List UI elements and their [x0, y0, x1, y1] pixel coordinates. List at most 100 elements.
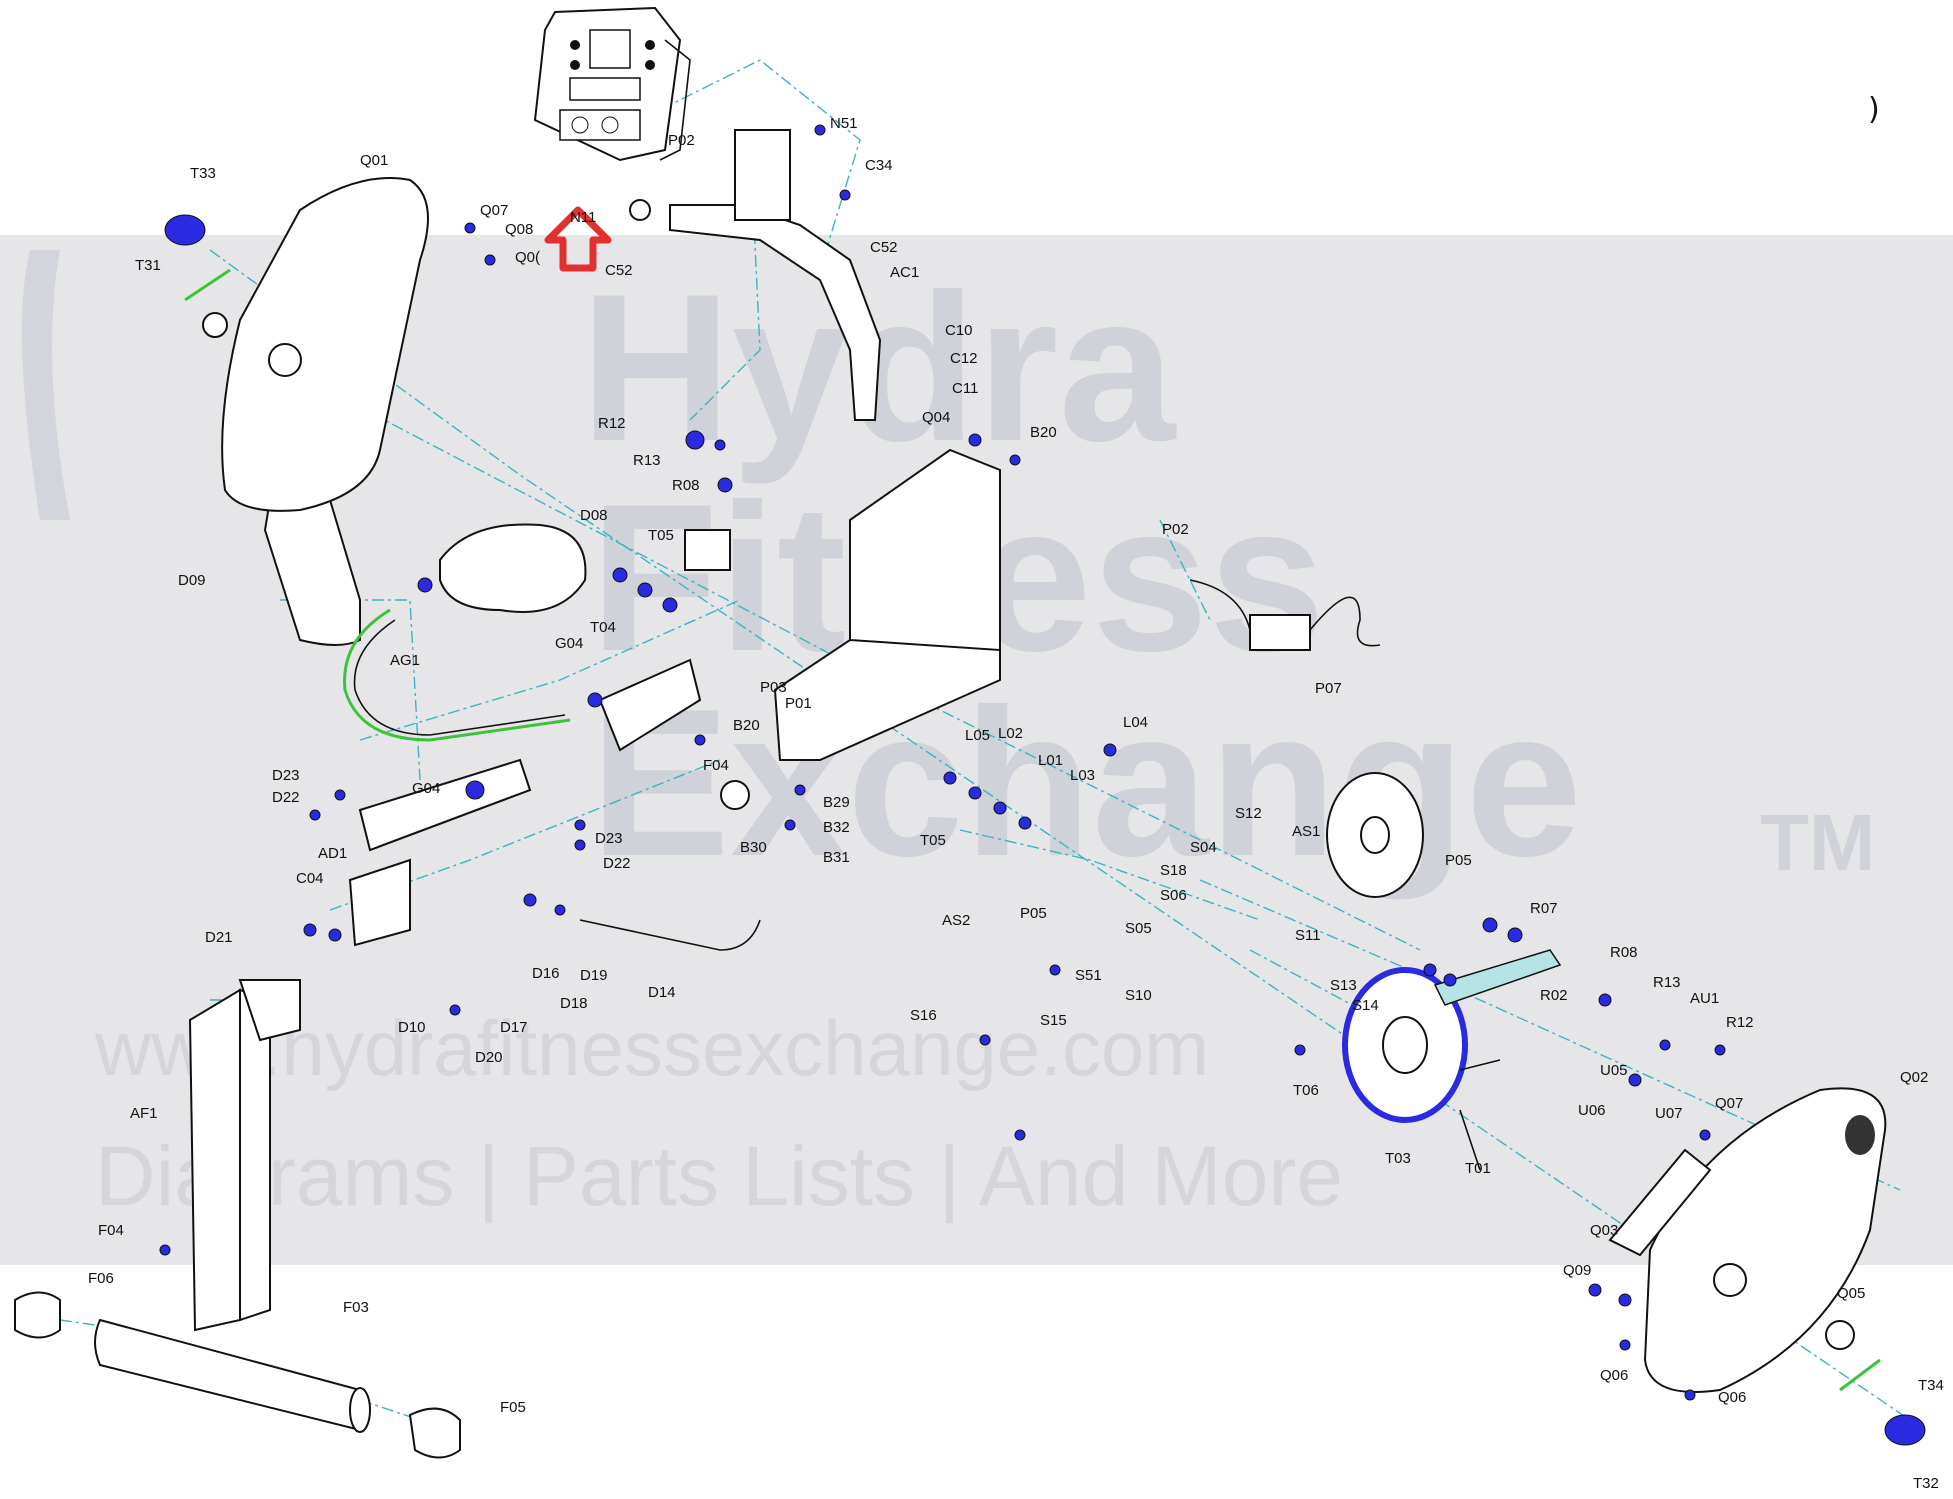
- label-d23-mid: D23: [595, 830, 623, 847]
- label-s12: S12: [1235, 805, 1262, 822]
- label-q00: Q0(: [515, 249, 540, 266]
- label-p02-console: P02: [668, 132, 695, 149]
- label-t32: T32: [1913, 1475, 1939, 1492]
- label-f06: F06: [88, 1270, 114, 1287]
- label-s51: S51: [1075, 967, 1102, 984]
- label-p03: P03: [760, 679, 787, 696]
- label-as1: AS1: [1292, 823, 1320, 840]
- part-number-labels: N51 C34 P02 N11 C52 C52 AC1 T33 T31 Q01 …: [88, 115, 1944, 1492]
- label-r13-left: R13: [633, 452, 661, 469]
- label-b20-top: B20: [1030, 424, 1057, 441]
- label-c52-left: C52: [605, 262, 633, 279]
- power-adapter-part: [1189, 579, 1381, 651]
- label-b32: B32: [823, 819, 850, 836]
- label-d09: D09: [178, 572, 206, 589]
- label-u07: U07: [1655, 1105, 1683, 1122]
- label-q05: Q05: [1837, 1285, 1865, 1302]
- label-d23-left: D23: [272, 767, 300, 784]
- label-c10: C10: [945, 322, 973, 339]
- label-l04: L04: [1123, 714, 1148, 731]
- right-foot-cap-part: [408, 1407, 461, 1459]
- label-q01: Q01: [360, 152, 388, 169]
- label-t01: T01: [1465, 1160, 1491, 1177]
- label-d21: D21: [205, 929, 233, 946]
- label-ag1: AG1: [390, 652, 420, 669]
- left-foot-cap-part: [14, 1291, 61, 1339]
- label-q03: Q03: [1590, 1222, 1618, 1239]
- label-c52-right: C52: [870, 239, 898, 256]
- label-q02: Q02: [1900, 1069, 1928, 1086]
- label-q06-left: Q06: [1600, 1367, 1628, 1384]
- label-q04: Q04: [922, 409, 950, 426]
- label-s15: S15: [1040, 1012, 1067, 1029]
- label-u05: U05: [1600, 1062, 1628, 1079]
- seat-rail-part: [358, 758, 532, 852]
- label-s11: S11: [1295, 927, 1321, 944]
- console-assembly: [533, 6, 691, 162]
- label-f04-bottom: F04: [98, 1222, 124, 1239]
- label-l03: L03: [1070, 767, 1095, 784]
- label-d19: D19: [580, 967, 608, 984]
- label-b31: B31: [823, 849, 850, 866]
- label-f05: F05: [500, 1399, 526, 1416]
- label-q06-right: Q06: [1718, 1389, 1746, 1406]
- label-l01: L01: [1038, 752, 1063, 769]
- main-frame-part: [598, 448, 1001, 761]
- label-b20-mid: B20: [733, 717, 760, 734]
- label-r08-right: R08: [1610, 944, 1638, 961]
- label-r12-left: R12: [598, 415, 626, 432]
- label-q09: Q09: [1563, 1262, 1591, 1279]
- label-s06: S06: [1160, 887, 1187, 904]
- label-p02-adapter: P02: [1162, 521, 1189, 538]
- label-c04: C04: [296, 870, 324, 887]
- handlebar-upright-assembly: [629, 129, 882, 421]
- hardware-fasteners: [159, 124, 1726, 1401]
- label-s10: S10: [1125, 987, 1152, 1004]
- label-d17: D17: [500, 1019, 528, 1036]
- label-au1: AU1: [1690, 990, 1719, 1007]
- label-n51: N51: [830, 115, 858, 132]
- label-r13-right: R13: [1653, 974, 1681, 991]
- label-d16: D16: [532, 965, 560, 982]
- right-pedal-strap-part: [1839, 1358, 1926, 1446]
- label-g04-mid: G04: [412, 780, 440, 797]
- label-t31: T31: [135, 257, 161, 274]
- chevron-right-icon[interactable]: ): [1868, 92, 1880, 127]
- label-b29: B29: [823, 794, 850, 811]
- label-f04-mid: F04: [703, 757, 729, 774]
- label-d10: D10: [398, 1019, 426, 1036]
- label-as2: AS2: [942, 912, 970, 929]
- stabilizer-tube-part: [94, 1318, 371, 1433]
- label-r07: R07: [1530, 900, 1558, 917]
- label-q08: Q08: [505, 221, 533, 238]
- left-pedal-strap-part: [164, 214, 231, 338]
- label-s13: S13: [1330, 977, 1357, 994]
- label-t33: T33: [190, 165, 216, 182]
- label-q07-left: Q07: [480, 202, 508, 219]
- label-l02: L02: [998, 725, 1023, 742]
- label-t05-bottom: T05: [920, 832, 946, 849]
- label-d08: D08: [580, 507, 608, 524]
- label-ac1: AC1: [890, 264, 919, 281]
- right-shroud-trim-part: [1608, 1148, 1712, 1257]
- crank-part: [1459, 1059, 1501, 1171]
- label-s05: S05: [1125, 920, 1152, 937]
- label-d18: D18: [560, 995, 588, 1012]
- label-c34: C34: [865, 157, 893, 174]
- label-af1: AF1: [130, 1105, 158, 1122]
- left-shroud-part: [221, 177, 429, 512]
- seat-handle-part: [343, 608, 571, 742]
- label-t05-top: T05: [648, 527, 674, 544]
- seat-cushion-part: [439, 523, 587, 613]
- watermark-trademark: TM: [1760, 798, 1876, 887]
- belt-pulley-part: [1342, 949, 1562, 1123]
- label-n11: N11: [570, 209, 596, 226]
- label-s16: S16: [910, 1007, 937, 1024]
- label-c11: C11: [952, 380, 978, 397]
- label-r02: R02: [1540, 987, 1568, 1004]
- watermark-tagline: Diagrams | Parts Lists | And More: [95, 1129, 1343, 1223]
- label-t06: T06: [1293, 1082, 1319, 1099]
- label-l05: L05: [965, 727, 990, 744]
